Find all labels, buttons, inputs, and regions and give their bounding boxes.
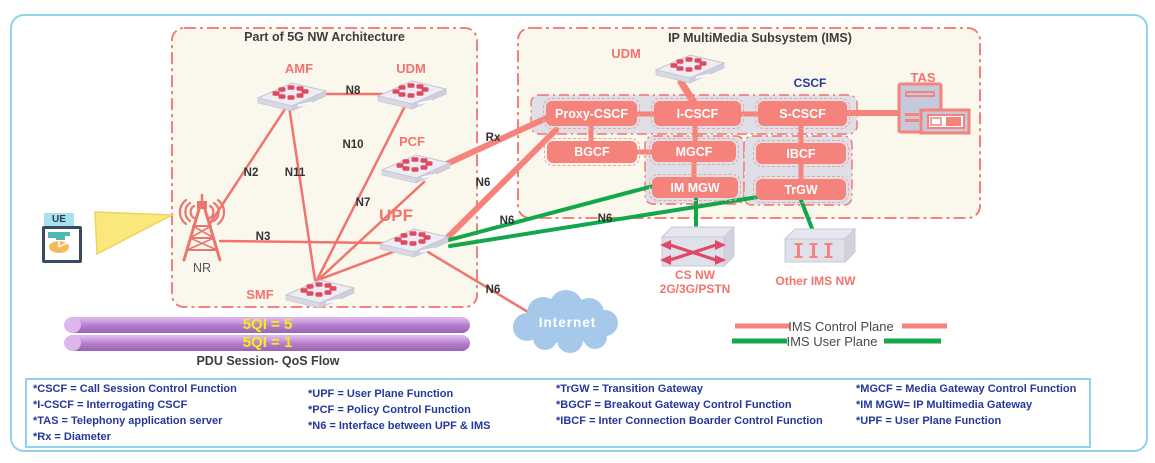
glossary-item: *IBCF = Inter Connection Boarder Control… bbox=[556, 415, 823, 427]
n3-label: N3 bbox=[255, 231, 271, 243]
ue-device-art bbox=[48, 232, 70, 253]
i-cscf-box: I-CSCF bbox=[651, 98, 744, 129]
qos-pipe-5qi5: 5QI = 5 bbox=[64, 316, 470, 333]
link-n6-upf-trgw bbox=[448, 195, 760, 248]
link-n6-control bbox=[445, 127, 559, 240]
glossary-item: *TAS = Telephony application server bbox=[33, 415, 223, 427]
qos-pipe-5qi5-label: 5QI = 5 bbox=[242, 316, 293, 333]
cs-nw-label-line1: CS NW bbox=[675, 268, 715, 282]
ims-section-title: IP MultiMedia Subsystem (IMS) bbox=[668, 31, 852, 45]
rx-label: Rx bbox=[485, 132, 501, 144]
udm-ims-label: UDM bbox=[611, 46, 641, 61]
link-n7 bbox=[316, 180, 426, 282]
legend-lines bbox=[732, 323, 947, 344]
glossary-item: *UPF = User Plane Function bbox=[308, 388, 454, 400]
n2-label: N2 bbox=[243, 167, 259, 179]
ibcf-box: IBCF bbox=[753, 140, 849, 167]
bgcf-box: BGCF bbox=[544, 138, 640, 166]
trgw-box: TrGW bbox=[753, 176, 849, 203]
internet-label: Internet bbox=[538, 315, 597, 330]
udm-5g-label: UDM bbox=[396, 61, 426, 76]
s-cscf-box: S-CSCF bbox=[755, 98, 850, 129]
cs-nw-icon bbox=[660, 225, 736, 268]
glossary-item: *PCF = Policy Control Function bbox=[308, 404, 471, 416]
glossary-box bbox=[25, 378, 1091, 448]
link-n3 bbox=[218, 239, 386, 245]
ims-control-links bbox=[437, 78, 906, 240]
legend-user-label: IMS User Plane bbox=[786, 334, 878, 349]
glossary-item: *IM MGW= IP Multimedia Gateway bbox=[856, 399, 1033, 411]
glossary-item: *Rx = Diameter bbox=[33, 431, 111, 443]
link-n11 bbox=[287, 104, 317, 282]
pipe-cap bbox=[64, 317, 81, 333]
glossary-item: *CSCF = Call Session Control Function bbox=[33, 383, 237, 395]
pipe-cap bbox=[64, 335, 81, 351]
cs-nw-label-line2: 2G/3G/PSTN bbox=[659, 282, 731, 296]
other-ims-nw-label: Other IMS NW bbox=[775, 274, 856, 288]
nr-tower-icon bbox=[178, 193, 226, 262]
qos-pipe-5qi1: 5QI = 1 bbox=[64, 334, 470, 351]
n11-label: N11 bbox=[284, 167, 306, 179]
n6-user-a-label: N6 bbox=[499, 215, 515, 227]
ue-label: UE bbox=[44, 213, 74, 226]
nr-label: NR bbox=[192, 261, 212, 275]
tas-label: TAS bbox=[910, 70, 936, 85]
internet-cloud-icon bbox=[513, 290, 618, 353]
glossary-item: *N6 = Interface between UPF & IMS bbox=[308, 420, 491, 432]
link-smf-upf bbox=[316, 248, 400, 282]
legend-control-label: IMS Control Plane bbox=[788, 319, 894, 334]
link-udm-icscf bbox=[677, 78, 699, 108]
n6-internet-label: N6 bbox=[485, 284, 501, 296]
n7-label: N7 bbox=[355, 197, 371, 209]
pcf-label: PCF bbox=[399, 134, 425, 149]
radio-beam-shape bbox=[94, 211, 175, 256]
ue-device-icon bbox=[42, 226, 82, 263]
5g-links bbox=[207, 92, 530, 314]
pdu-session-caption: PDU Session- QoS Flow bbox=[196, 354, 340, 368]
cscf-group-label: CSCF bbox=[793, 76, 827, 90]
link-n6-internet bbox=[426, 250, 530, 314]
link-n6-upf-immgw bbox=[447, 184, 655, 242]
n10-label: N10 bbox=[342, 139, 364, 151]
glossary-item: *UPF = User Plane Function bbox=[856, 415, 1002, 427]
5g-section-title: Part of 5G NW Architecture bbox=[244, 30, 405, 44]
qos-pipe-5qi1-label: 5QI = 1 bbox=[242, 334, 293, 351]
outer-border bbox=[10, 14, 1148, 452]
glossary-item: *TrGW = Transition Gateway bbox=[556, 383, 704, 395]
im-mgw-box: IM MGW bbox=[649, 174, 741, 201]
glossary-item: *BGCF = Breakout Gateway Control Functio… bbox=[556, 399, 792, 411]
other-ims-nw-icon bbox=[783, 227, 857, 264]
n6-user-b-label: N6 bbox=[597, 213, 613, 225]
n8-label: N8 bbox=[345, 85, 361, 97]
amf-label: AMF bbox=[284, 61, 314, 76]
glossary-item: *MGCF = Media Gateway Control Function bbox=[856, 383, 1077, 395]
link-n10 bbox=[315, 106, 406, 282]
link-rx bbox=[437, 113, 554, 170]
upf-label: UPF bbox=[379, 206, 413, 225]
glossary-item: *I-CSCF = Interrogating CSCF bbox=[33, 399, 188, 411]
tas-server-icon bbox=[897, 82, 971, 135]
smf-label: SMF bbox=[246, 287, 274, 302]
mgcf-box: MGCF bbox=[649, 138, 739, 165]
proxy-cscf-box: Proxy-CSCF bbox=[543, 98, 640, 129]
n6-control-label: N6 bbox=[475, 177, 491, 189]
